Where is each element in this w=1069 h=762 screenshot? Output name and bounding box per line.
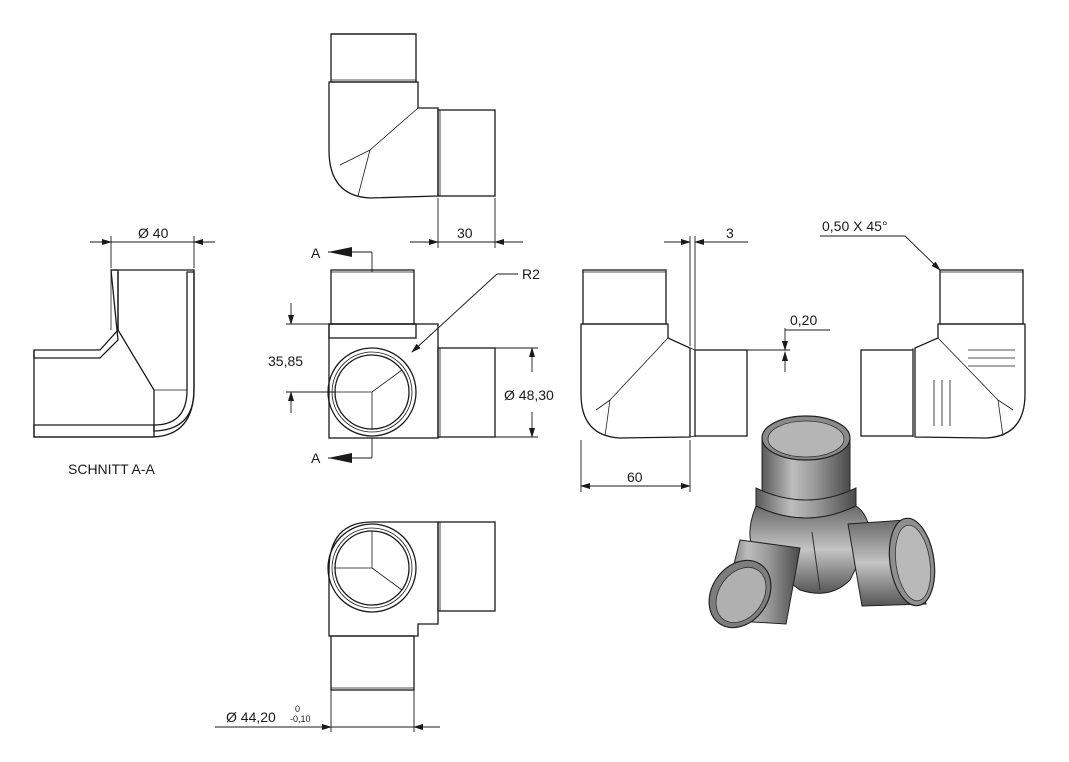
section-label: SCHNITT A-A: [68, 461, 156, 477]
dim-60-label: 60: [627, 469, 643, 485]
dim-dia40: Ø 40: [90, 225, 215, 268]
section-marker-top: A: [311, 245, 321, 261]
tol-lower: -0,10: [290, 714, 311, 724]
dim-020: 0,20: [747, 312, 830, 372]
dim-30: 30: [410, 198, 523, 248]
section-view: [33, 269, 195, 438]
section-arrows: A A: [311, 245, 373, 466]
dim-dia40-label: Ø 40: [138, 225, 169, 241]
dim-30-label: 30: [457, 225, 473, 241]
front-view: [327, 269, 496, 439]
chamfer-callout: 0,50 X 45°: [820, 218, 941, 271]
side-view: [580, 269, 748, 439]
dim-3: 3: [664, 225, 748, 348]
r2-callout: R2: [411, 266, 540, 353]
dim-3585-label: 35,85: [268, 353, 303, 369]
dim-3-label: 3: [726, 225, 734, 241]
isometric-render: [708, 415, 936, 629]
dim-dia4830-label: Ø 48,30: [504, 387, 554, 403]
tol-upper: 0: [295, 704, 300, 714]
dim-dia4420-label: Ø 44,20: [226, 709, 276, 725]
section-marker-bottom: A: [311, 450, 321, 466]
dim-60: 60: [580, 440, 691, 492]
dim-020-label: 0,20: [790, 312, 817, 328]
r2-label: R2: [522, 266, 540, 282]
dim-dia4420: Ø 44,20 0 -0,10: [215, 690, 440, 732]
right-view: [860, 269, 1026, 439]
dim-3585: 35,85: [268, 303, 336, 413]
dim-dia4830: Ø 48,30: [495, 347, 554, 438]
top-view: [328, 33, 496, 199]
bottom-view: [327, 521, 496, 691]
chamfer-label: 0,50 X 45°: [822, 218, 888, 234]
